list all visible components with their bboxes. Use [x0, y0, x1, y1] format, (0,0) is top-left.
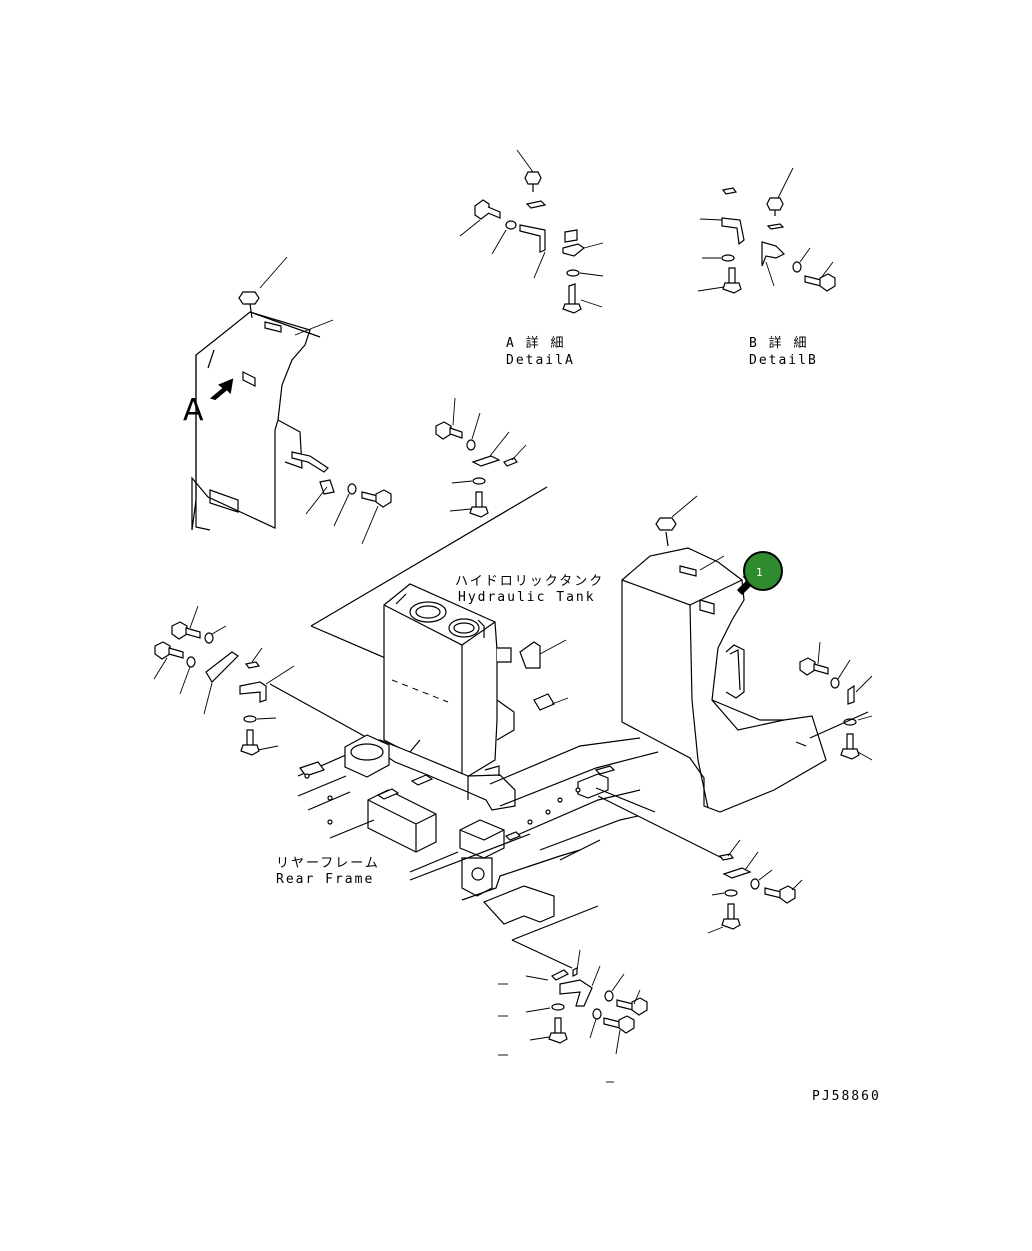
detail-a-title-jp: A 詳 細: [506, 335, 565, 351]
left-tank-cover: [191, 256, 392, 545]
detail-a-assembly: [459, 149, 604, 314]
rear-frame-label-jp: リヤーフレーム: [276, 856, 380, 871]
detail-b-title-jp: B 詳 細: [749, 335, 808, 351]
left-bolt-cluster: [153, 605, 376, 756]
detail-a-title-en: DetailA: [506, 353, 575, 368]
drawing-number: PJ58860: [812, 1089, 881, 1104]
view-marker-a: A: [183, 393, 204, 428]
hydraulic-tank-label-jp: ハイドロリックタンク: [455, 574, 604, 589]
bottom-bolt-cluster: [498, 905, 648, 1083]
rear-frame: [297, 734, 659, 925]
callout-marker: [743, 551, 783, 591]
part-callout: 1: [743, 551, 783, 591]
lower-right-bolt-cluster: [595, 787, 803, 934]
upper-bolt-cluster: [310, 397, 548, 661]
right-tank-cover: [621, 495, 827, 813]
right-bolt-cluster: [799, 641, 873, 761]
detail-b-title-en: DetailB: [749, 353, 818, 368]
callout-number: 1: [756, 566, 763, 579]
hydraulic-tank-label-en: Hydraulic Tank: [458, 590, 596, 605]
detail-b-assembly: [697, 167, 836, 294]
hydraulic-tank: [379, 583, 569, 811]
rear-frame-label-en: Rear Frame: [276, 872, 374, 887]
